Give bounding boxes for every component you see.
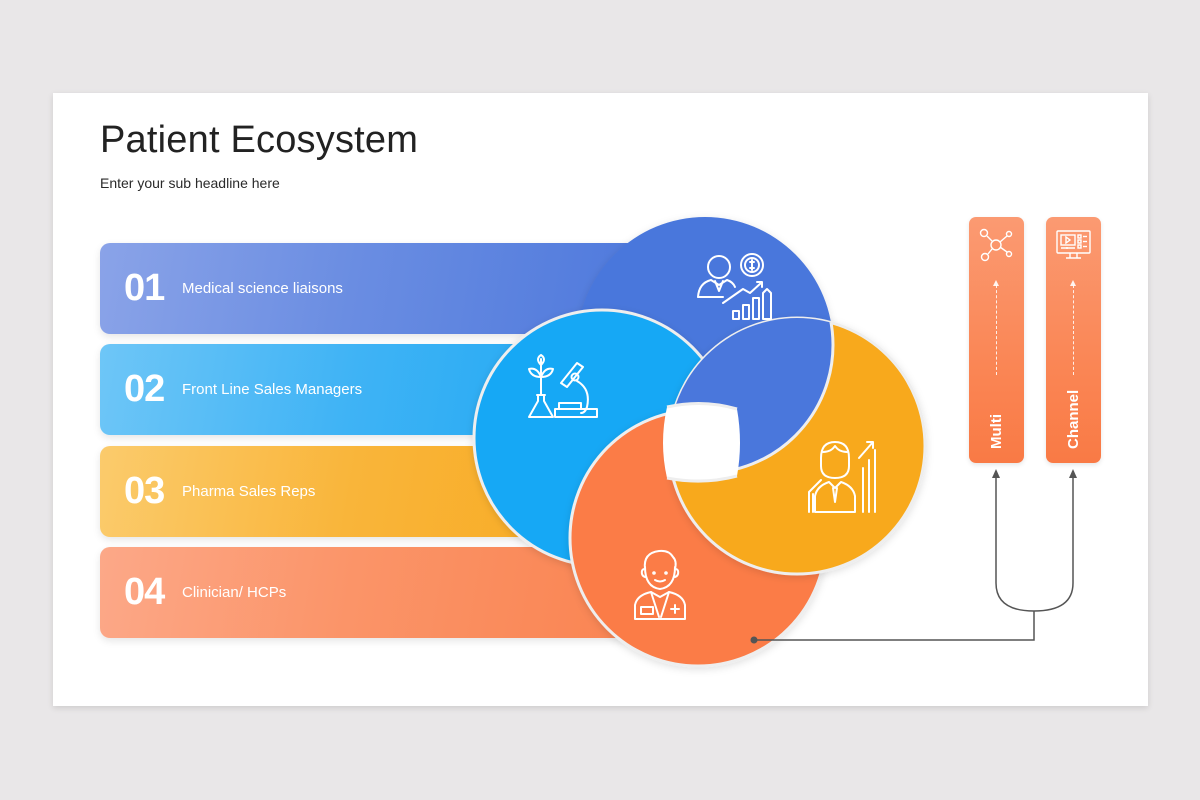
- channel-label: Multi: [987, 414, 1005, 449]
- item-label: Medical science liaisons: [182, 280, 343, 297]
- slide: Patient Ecosystem Enter your sub headlin…: [53, 93, 1148, 706]
- item-number: 03: [124, 470, 165, 512]
- item-label: Pharma Sales Reps: [182, 483, 316, 500]
- item-label: Clinician/ HCPs: [182, 584, 287, 601]
- item-label: Front Line Sales Managers: [182, 381, 363, 398]
- item-number: 01: [124, 267, 165, 309]
- arrow-up-icon: [992, 469, 1000, 478]
- channel-label: Channel: [1064, 389, 1082, 449]
- pinwheel-piece-03[interactable]: [667, 316, 927, 576]
- channel-column-multi[interactable]: Multi: [969, 217, 1024, 463]
- page-subtitle: Enter your sub headline here: [100, 175, 280, 191]
- page-title: Patient Ecosystem: [100, 119, 419, 161]
- network-nodes-icon: [979, 228, 1013, 262]
- arrow-up-icon: [1069, 469, 1077, 478]
- channel-column-channel[interactable]: Channel: [1046, 217, 1101, 463]
- dashed-arrow-icon: [993, 280, 999, 286]
- item-number: 04: [124, 571, 165, 613]
- dashed-arrow-icon: [1070, 280, 1076, 286]
- monitor-media-icon: [1056, 230, 1091, 259]
- list-item-01[interactable]: 01 Medical science liaisons: [100, 243, 660, 334]
- item-number: 02: [124, 368, 165, 410]
